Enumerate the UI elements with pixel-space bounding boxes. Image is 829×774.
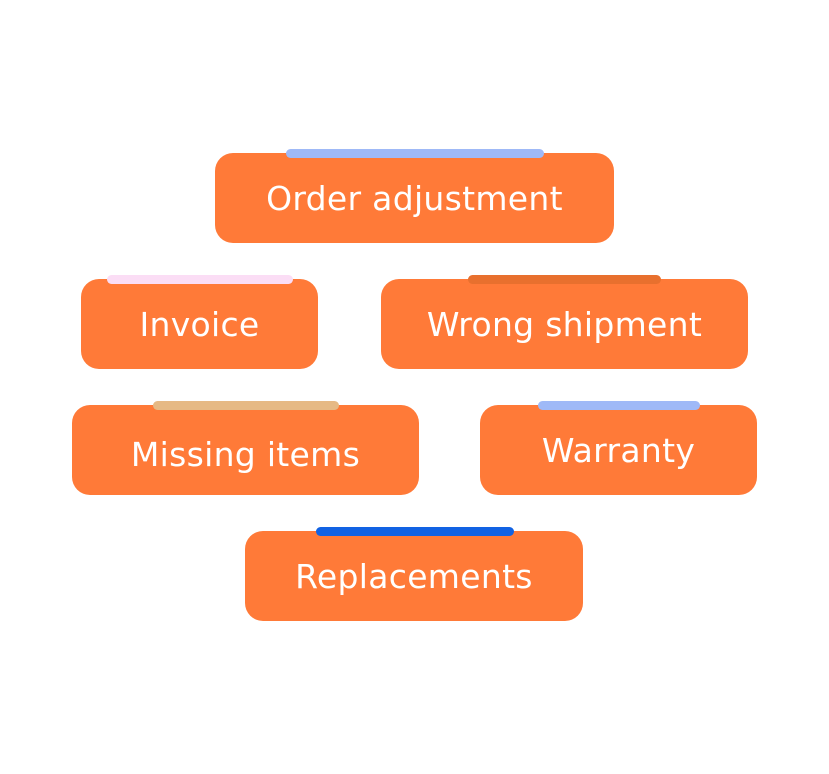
warranty-tag[interactable]: Warranty: [480, 401, 757, 495]
invoice-tag[interactable]: Invoice: [81, 275, 318, 369]
tag-accent-bar: [316, 527, 514, 536]
tag-label: Missing items: [130, 434, 361, 474]
tag-label: Warranty: [541, 430, 696, 470]
tag-accent-bar: [153, 401, 339, 410]
wrong-shipment-tag[interactable]: Wrong shipment: [381, 275, 748, 369]
replacements-tag[interactable]: Replacements: [245, 527, 583, 621]
tag-accent-bar: [538, 401, 700, 410]
order-adjustment-tag[interactable]: Order adjustment: [215, 149, 614, 243]
tag-accent-bar: [468, 275, 661, 284]
tag-accent-bar: [107, 275, 293, 284]
tag-label: Invoice: [139, 304, 260, 344]
tag-label: Replacements: [295, 556, 533, 596]
missing-items-tag[interactable]: Missing items: [72, 401, 419, 495]
tag-accent-bar: [286, 149, 544, 158]
tag-label: Order adjustment: [266, 178, 563, 218]
tag-label: Wrong shipment: [426, 304, 703, 344]
